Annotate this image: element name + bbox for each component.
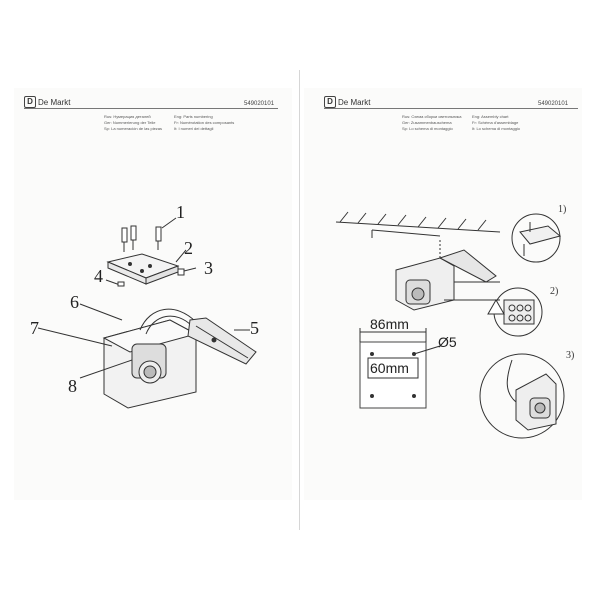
brand-name: De Markt [38,97,71,107]
small-screw-icon [177,267,197,276]
step-label-3: 3) [566,350,575,361]
page-fold [299,70,300,530]
header-rule [324,108,578,109]
header-line: Eng: Assembly chart [472,114,509,119]
header-line: Ger: Zusammenbauschema [402,120,452,125]
detail-callout-3 [479,353,565,439]
step-label-1: 1) [558,204,567,215]
header-line: Ger: Nummerierung der Teile [104,120,156,125]
ceiling-icon [335,211,501,238]
ceiling-plate-detail-icon [519,222,562,256]
dimension-hole: Ø5 [438,334,457,350]
terminal-block-icon [487,298,535,325]
screw-icon [121,225,162,252]
mounting-plate-icon [106,253,180,285]
header-line: Eng: Parts numbering [174,114,213,119]
wall-lamp-fixture-icon [395,249,497,311]
part-number-1: 1 [176,202,185,222]
part-number-2: 2 [184,238,193,258]
brand-logo: D De Markt [24,96,70,108]
brand-logo: D De Markt [324,96,370,108]
dowel-icon [105,279,125,287]
left-page-header: Rus: Нумерация деталей Eng: Parts number… [104,114,244,131]
product-code: 549020101 [244,101,275,107]
part-number-6: 6 [70,292,79,312]
part-number-7: 7 [30,318,39,338]
step-label-2: 2) [550,286,559,297]
product-code: 549020101 [538,101,569,107]
header-line: Fr: Schéma d'assemblage [472,120,519,125]
header-rule [24,108,278,109]
header-line: It: I numeri dei dettagli [174,126,214,131]
part-number-5: 5 [250,318,259,338]
dimension-width: 86mm [370,316,409,332]
header-line: Sp: Lo schema di montaggio [402,126,453,131]
part-number-8: 8 [68,376,77,396]
dimension-spacing: 60mm [370,360,409,376]
header-line: It: Lo schema di montaggio [472,126,521,131]
left-manual-page [14,88,292,500]
header-line: Rus: Нумерация деталей [104,114,151,119]
part-number-3: 3 [204,258,213,278]
brand-logo-icon: D [24,96,36,108]
right-page-header: Rus: Схема сборки светильника Eng: Assem… [402,114,542,131]
header-line: Sp: La numeración de las piezas [104,126,163,131]
brand-name: De Markt [338,97,371,107]
detail-callout-1 [511,213,561,263]
fixture-detail-icon [506,359,557,431]
header-line: Fr: Numérotation des composants [174,120,235,125]
brand-logo-icon: D [324,96,336,108]
wall-lamp-fixture-icon [102,308,257,409]
mounting-template-icon [359,328,441,409]
header-line: Rus: Схема сборки светильника [402,114,462,119]
part-number-4: 4 [94,266,103,286]
